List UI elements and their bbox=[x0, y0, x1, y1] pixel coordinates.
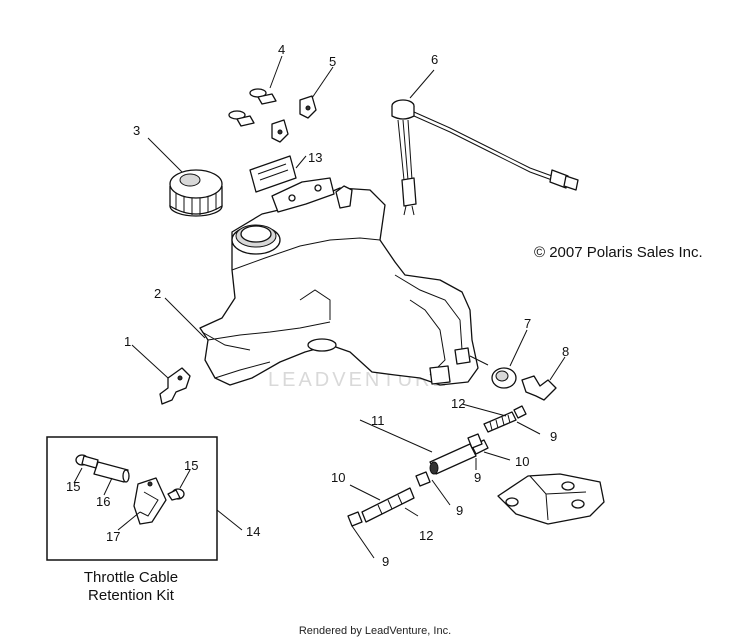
speed-nuts[interactable] bbox=[271, 95, 317, 143]
hose-clamp-right[interactable] bbox=[513, 405, 527, 419]
callout-13: 13 bbox=[308, 150, 322, 165]
callout-15-b: 15 bbox=[184, 458, 198, 473]
inline-fuel-filter[interactable] bbox=[429, 439, 489, 475]
callout-11: 11 bbox=[371, 413, 385, 428]
kit-rivet-right[interactable] bbox=[167, 488, 185, 501]
grommet[interactable] bbox=[491, 367, 517, 389]
tank-clip[interactable] bbox=[159, 367, 191, 405]
callouts: 1 2 3 4 5 6 7 8 9 9 9 9 10 10 11 12 12 1… bbox=[66, 42, 569, 569]
tank-mount-bracket[interactable] bbox=[497, 473, 605, 525]
callout-16: 16 bbox=[96, 494, 110, 509]
warning-decal[interactable] bbox=[249, 155, 297, 193]
retention-kit-box bbox=[46, 436, 218, 561]
callout-15-a: 15 bbox=[66, 479, 80, 494]
callout-10-b: 10 bbox=[331, 470, 345, 485]
callout-1: 1 bbox=[124, 334, 131, 349]
callout-17: 17 bbox=[106, 529, 120, 544]
hose-clamp-filter[interactable] bbox=[415, 471, 431, 487]
callout-9-b: 9 bbox=[474, 470, 481, 485]
footer-credit: Rendered by LeadVenture, Inc. bbox=[299, 625, 451, 637]
callout-5: 5 bbox=[329, 54, 336, 69]
kit-spacer-sleeve[interactable] bbox=[93, 461, 130, 483]
kit-title-line1: Throttle Cable bbox=[84, 569, 178, 586]
fuel-tank[interactable] bbox=[199, 177, 489, 386]
fuel-hose-lower[interactable] bbox=[361, 487, 415, 523]
fuel-sender[interactable] bbox=[391, 99, 579, 216]
fuel-hose-upper[interactable] bbox=[483, 411, 517, 433]
hose-clamp-lower[interactable] bbox=[347, 511, 363, 527]
callout-12-b: 12 bbox=[419, 528, 433, 543]
callout-14: 14 bbox=[246, 524, 260, 539]
callout-10-a: 10 bbox=[515, 454, 529, 469]
hose-clamp-mid[interactable] bbox=[467, 433, 483, 449]
callout-2: 2 bbox=[154, 286, 161, 301]
callout-9-c: 9 bbox=[456, 503, 463, 518]
callout-3: 3 bbox=[133, 123, 140, 138]
tank-screws[interactable] bbox=[228, 88, 277, 127]
kit-cable-clamp[interactable] bbox=[133, 477, 167, 525]
kit-rivet-left[interactable] bbox=[75, 454, 99, 469]
copyright-notice: © 2007 Polaris Sales Inc. bbox=[534, 244, 703, 261]
elbow-fitting[interactable] bbox=[521, 375, 557, 401]
callout-6: 6 bbox=[431, 52, 438, 67]
kit-title-line2: Retention Kit bbox=[88, 587, 175, 604]
callout-12-a: 12 bbox=[451, 396, 465, 411]
callout-8: 8 bbox=[562, 344, 569, 359]
callout-9-a: 9 bbox=[550, 429, 557, 444]
callout-4: 4 bbox=[278, 42, 285, 57]
leader-lines bbox=[73, 55, 566, 559]
callout-7: 7 bbox=[524, 316, 531, 331]
callout-9-d: 9 bbox=[382, 554, 389, 569]
fuel-cap[interactable] bbox=[169, 169, 223, 217]
